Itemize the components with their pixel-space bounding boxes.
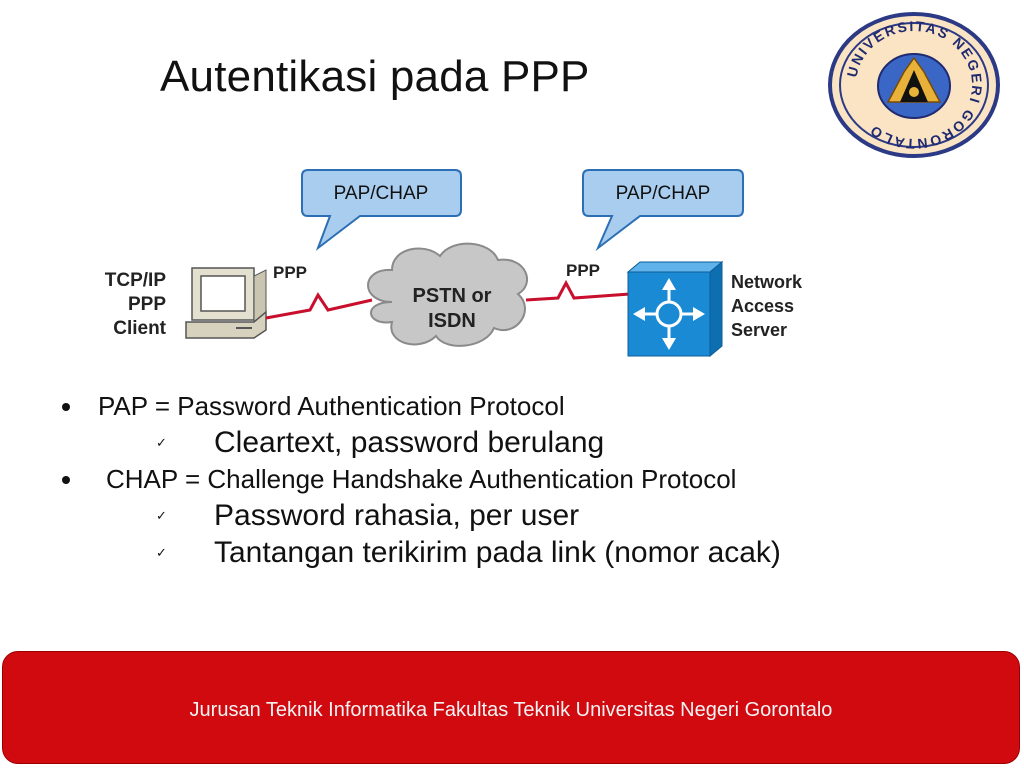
sub-bullet-text: Cleartext, password berulang	[214, 426, 605, 459]
university-seal-icon: UNIVERSITAS NEGERI GORONTALO	[828, 12, 1000, 158]
sub-bullet-text: Password rahasia, per user	[214, 499, 580, 532]
slide-title: Autentikasi pada PPP	[160, 52, 590, 101]
callout-left-label: PAP/CHAP	[334, 183, 429, 204]
callout-right: PAP/CHAP	[582, 169, 744, 252]
callout-right-label: PAP/CHAP	[616, 183, 711, 204]
sub-bullet-text: Tantangan terikirim pada link (nomor aca…	[214, 536, 781, 569]
cloud-label-line1: PSTN or	[413, 285, 492, 307]
footer-bar: Jurusan Teknik Informatika Fakultas Tekn…	[2, 651, 1020, 764]
footer-text: Jurusan Teknik Informatika Fakultas Tekn…	[189, 699, 833, 721]
link-right-label: PPP	[566, 261, 600, 280]
bullet-pap: PAP = Password Authentication Protocol	[60, 388, 781, 424]
sub-bullet: ✓ Password rahasia, per user	[60, 497, 781, 534]
client-label-line2: PPP	[128, 294, 166, 315]
checkmark-icon: ✓	[156, 436, 167, 451]
checkmark-icon: ✓	[156, 509, 167, 524]
bullet-dot-icon	[62, 476, 70, 484]
sub-bullet: ✓ Cleartext, password berulang	[60, 424, 781, 461]
callout-left: PAP/CHAP	[301, 169, 462, 251]
client-label-line1: TCP/IP	[105, 270, 167, 291]
client-label-line3: Client	[113, 318, 166, 339]
server-label-line1: Network	[731, 272, 803, 292]
ppp-link-left: PPP	[265, 263, 373, 320]
sub-bullet: ✓ Tantangan terikirim pada link (nomor a…	[60, 534, 781, 571]
bullet-dot-icon	[62, 403, 70, 411]
server-label-line2: Access	[731, 296, 794, 316]
server-label-line3: Server	[731, 320, 787, 340]
checkmark-icon: ✓	[156, 546, 167, 561]
ppp-link-right: PPP	[525, 261, 631, 302]
bullet-text: CHAP = Challenge Handshake Authenticatio…	[106, 464, 737, 494]
bullet-chap: CHAP = Challenge Handshake Authenticatio…	[60, 461, 781, 497]
pc-client-icon	[185, 267, 267, 339]
bullet-text: PAP = Password Authentication Protocol	[98, 391, 565, 421]
ppp-network-diagram: PAP/CHAP PAP/CHAP TCP/IP PPP Client PPP …	[105, 169, 803, 358]
link-left-label: PPP	[273, 263, 307, 282]
bullet-list: PAP = Password Authentication Protocol ✓…	[60, 388, 781, 571]
pstn-cloud-icon: PSTN or ISDN	[367, 242, 529, 347]
cloud-label-line2: ISDN	[428, 310, 476, 332]
network-access-server-icon	[626, 260, 724, 358]
